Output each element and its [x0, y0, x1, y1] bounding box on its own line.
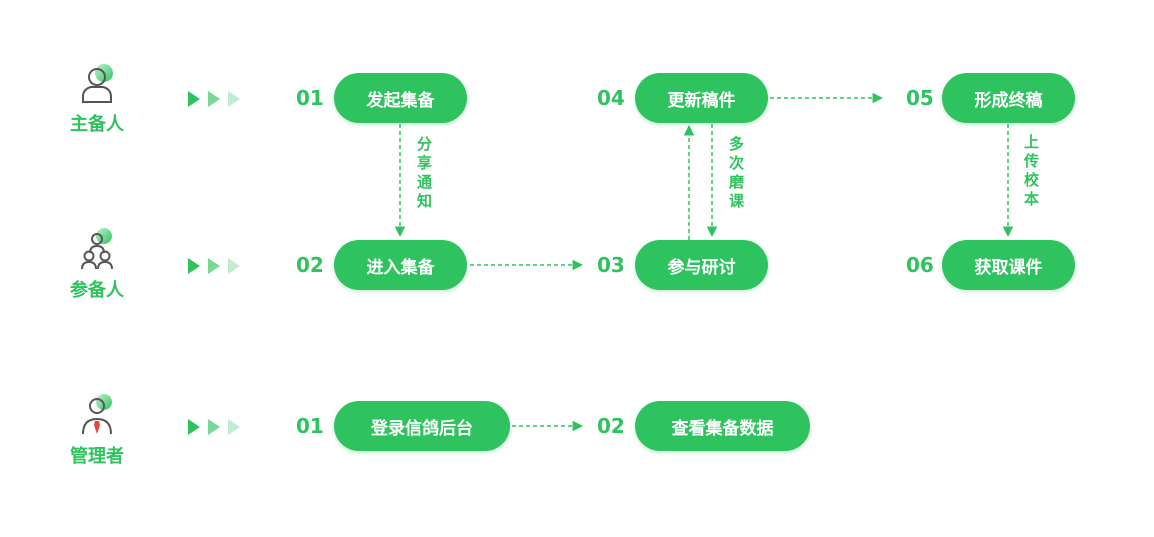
- arrow-triangle-icon: [188, 419, 200, 435]
- step-number: 01: [296, 86, 324, 110]
- step-number: 05: [906, 86, 934, 110]
- step-number: 02: [597, 414, 625, 438]
- arrow-triangle-icon: [188, 91, 200, 107]
- arrow-triangle-icon: [208, 419, 220, 435]
- role-main-preparer: 主备人: [57, 60, 137, 140]
- connector-label-share-notify: 分享通知: [415, 136, 433, 212]
- step-update-draft[interactable]: 更新稿件: [635, 73, 768, 123]
- role-label-manager: 管理者: [70, 446, 124, 467]
- arrow-triangle-icon: [228, 91, 240, 107]
- role-label-participants: 参备人: [70, 280, 124, 301]
- arrow-triangle-icon: [208, 91, 220, 107]
- step-join-discussion[interactable]: 参与研讨: [635, 240, 768, 290]
- step-view-prep-data[interactable]: 查看集备数据: [635, 401, 810, 451]
- row-arrows-manager: [188, 417, 248, 435]
- step-number: 01: [296, 414, 324, 438]
- arrow-triangle-icon: [188, 258, 200, 274]
- participants-group-icon: [81, 228, 113, 270]
- step-enter-prep[interactable]: 进入集备: [334, 240, 467, 290]
- step-number: 02: [296, 253, 324, 277]
- arrow-triangle-icon: [228, 258, 240, 274]
- row-arrows-participants: [188, 256, 248, 274]
- step-final-draft[interactable]: 形成终稿: [942, 73, 1075, 123]
- step-number: 04: [597, 86, 625, 110]
- step-number: 03: [597, 253, 625, 277]
- connector-label-multi-review: 多次磨课: [727, 136, 745, 212]
- role-label-main-preparer: 主备人: [70, 114, 124, 135]
- main-preparer-user-icon: [82, 64, 113, 103]
- connector-label-upload-proof: 上传校本: [1022, 134, 1040, 210]
- step-get-courseware[interactable]: 获取课件: [942, 240, 1075, 290]
- arrow-triangle-icon: [208, 258, 220, 274]
- role-manager: 管理者: [57, 392, 137, 472]
- step-initiate-prep[interactable]: 发起集备: [334, 73, 467, 123]
- manager-tie-icon: [82, 394, 112, 435]
- arrow-triangle-icon: [228, 419, 240, 435]
- step-number: 06: [906, 253, 934, 277]
- row-arrows-main-preparer: [188, 89, 248, 107]
- role-participants: 参备人: [57, 226, 137, 306]
- step-login-backend[interactable]: 登录信鸽后台: [334, 401, 510, 451]
